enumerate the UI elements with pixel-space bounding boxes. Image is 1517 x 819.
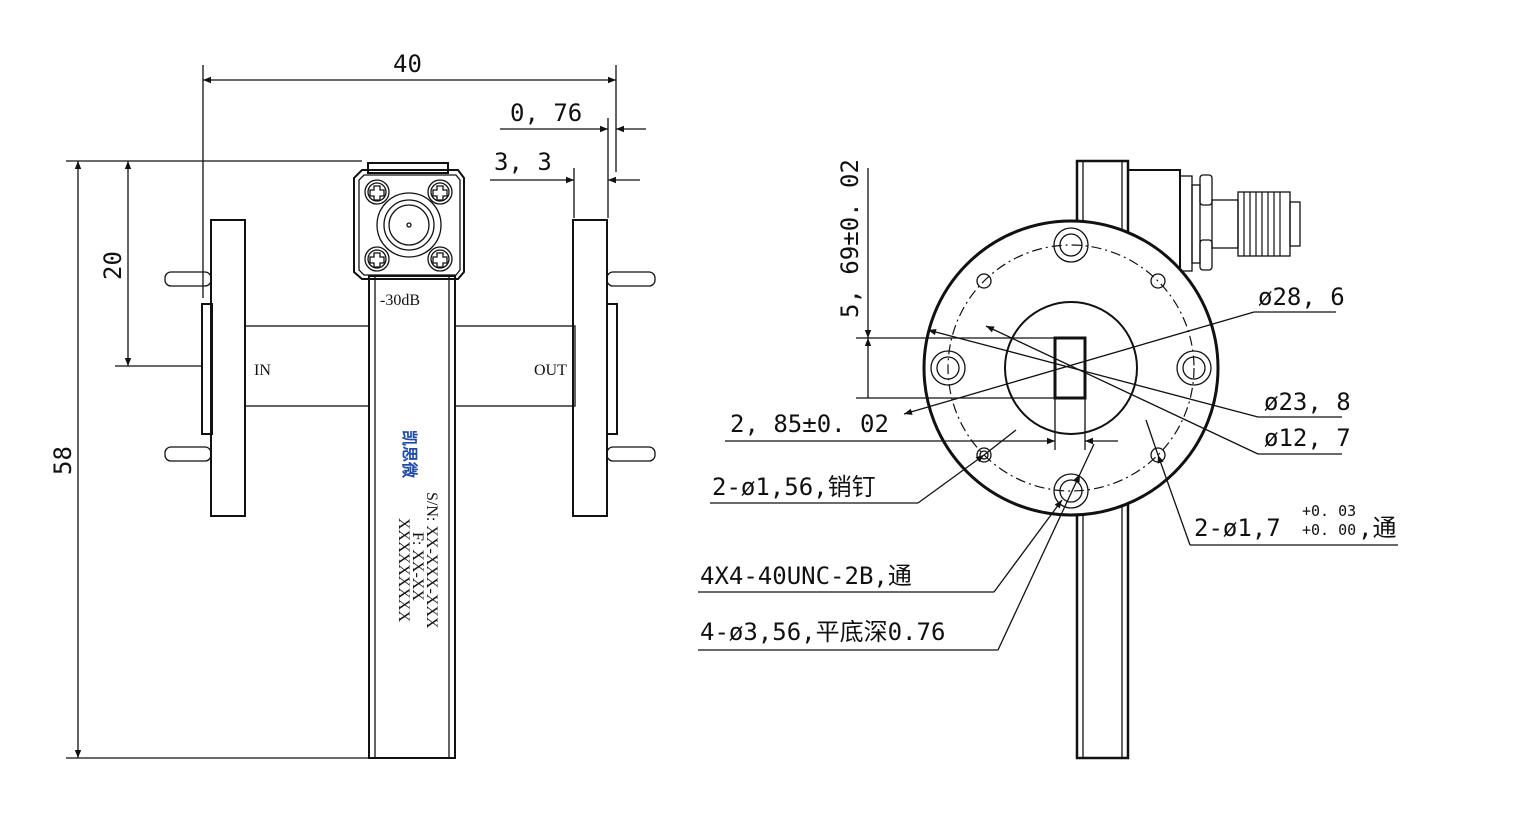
hole-tol-upper: +0. 03 — [1302, 502, 1356, 520]
connector-screws — [364, 179, 453, 272]
connector-top — [367, 162, 449, 174]
coupling-label: -30dB — [380, 292, 420, 309]
bolt-circle — [947, 244, 1195, 492]
dim-58: 58 — [49, 446, 77, 475]
dim-d12-7: ø12, 7 — [1264, 424, 1351, 452]
left-flange — [210, 219, 246, 517]
right-flange-lip — [606, 303, 618, 435]
port-in-label: IN — [254, 362, 271, 379]
left-lower-pin — [164, 446, 212, 462]
thread-note: 4X4-40UNC-2B,通 — [700, 562, 912, 590]
dim-40: 40 — [393, 50, 422, 78]
waveguide-aperture — [1053, 336, 1087, 400]
counterbore-note: 4-ø3,56,平底深0.76 — [700, 618, 945, 646]
flange-holes — [930, 227, 1212, 509]
pin-note: 2-ø1,56,销钉 — [712, 473, 876, 501]
front-view: -30dB IN OUT 凯思微 S/N: XX-XXX-XXX F: XX-X… — [49, 50, 656, 759]
connector-block — [353, 169, 465, 280]
label-f: F: XX-XX — [409, 532, 426, 601]
dim-d28-6: ø28, 6 — [1258, 283, 1345, 311]
coupled-arm — [368, 275, 456, 759]
hole-tol-lower: +0. 00 — [1302, 521, 1356, 539]
dim-2-85: 2, 85±0. 02 — [730, 410, 889, 438]
dim-3-3: 3, 3 — [494, 148, 552, 176]
sma-connector-face — [376, 192, 442, 258]
dim-20: 20 — [99, 251, 127, 280]
right-upper-pin — [606, 271, 656, 287]
left-upper-pin — [164, 271, 212, 287]
dim-5-69: 5, 69±0. 02 — [836, 159, 864, 318]
flange-inner-circle — [1004, 301, 1138, 435]
port-out-label: OUT — [534, 362, 567, 379]
side-view: 5, 69±0. 02 2, 85±0. 02 ø28, 6 ø23, 8 ø1… — [698, 159, 1398, 760]
right-flange — [572, 219, 608, 517]
right-lower-pin — [606, 446, 656, 462]
dim-0-76: 0, 76 — [510, 99, 582, 127]
dim-d23-8: ø23, 8 — [1264, 388, 1351, 416]
hole-suffix: ,通 — [1358, 514, 1396, 542]
hole-note: 2-ø1,7 — [1194, 514, 1281, 542]
label-sn: S/N: XX-XXX-XXX — [423, 492, 440, 629]
label-x: XXXXXXXXX — [395, 518, 412, 622]
brand-logo-text: 凯思微 — [400, 430, 419, 479]
